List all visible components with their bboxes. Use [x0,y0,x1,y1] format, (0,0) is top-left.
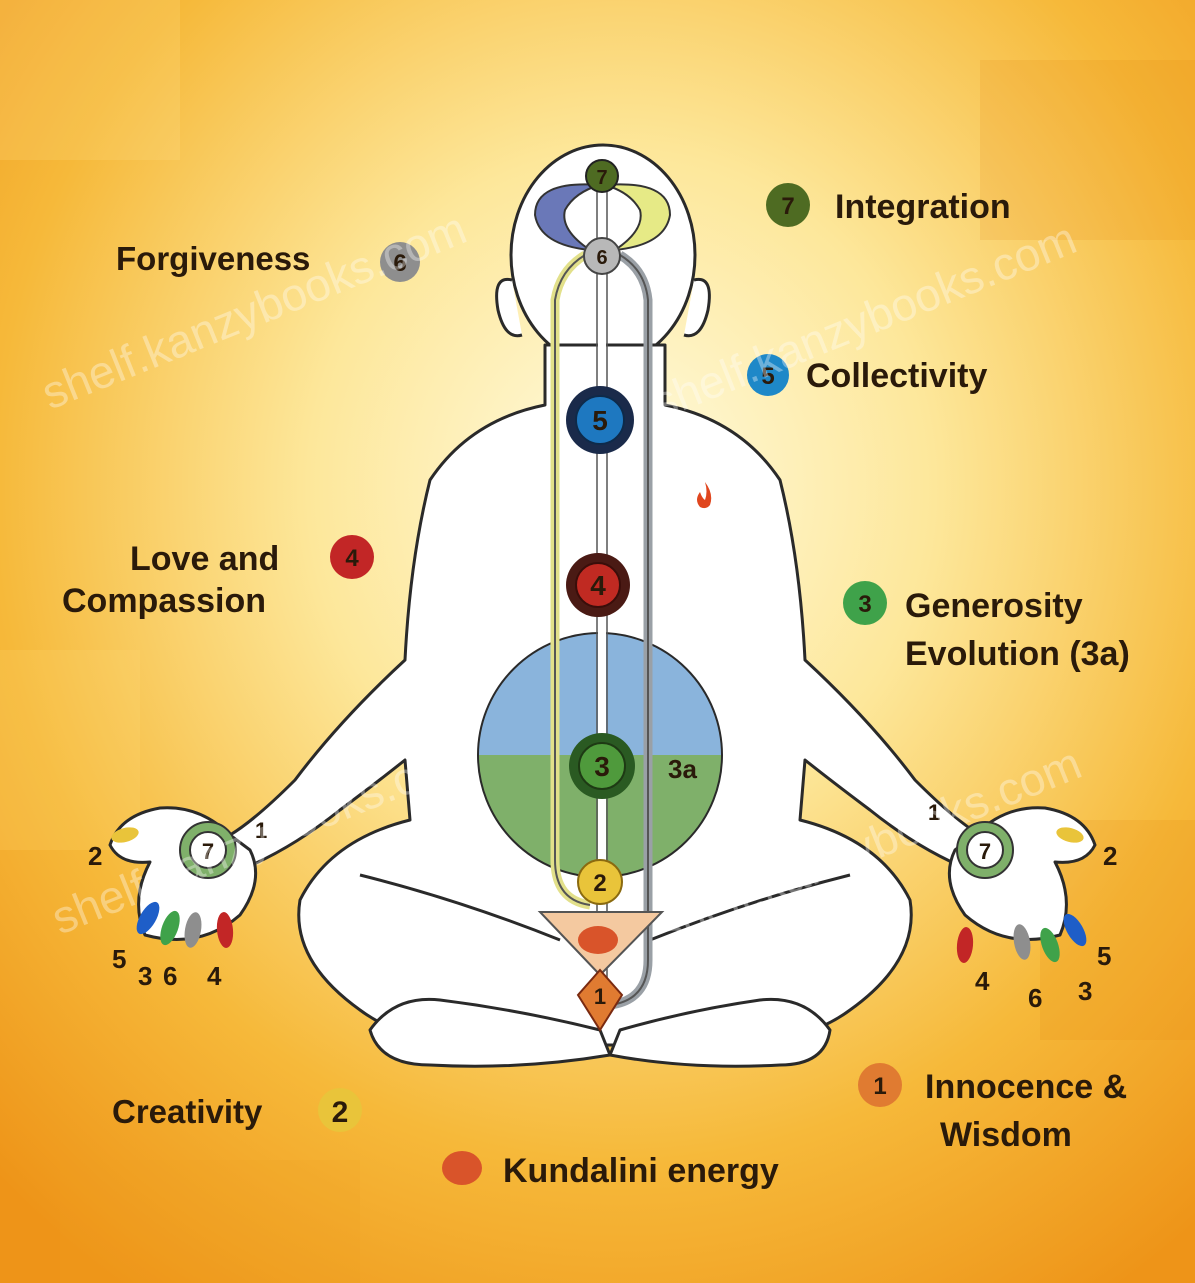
right-finger-number-6: 6 [1028,983,1042,1013]
svg-text:7: 7 [596,167,607,189]
svg-text:2: 2 [332,1096,349,1129]
svg-text:6: 6 [596,247,607,269]
svg-text:4: 4 [345,545,359,572]
svg-text:Love and: Love and [130,540,279,578]
right-finger-number-5: 5 [1097,941,1111,971]
left-finger-number-5: 5 [112,944,126,974]
svg-text:Compassion: Compassion [62,582,266,620]
right-finger-number-4: 4 [975,966,990,996]
svg-text:Collectivity: Collectivity [806,357,987,395]
svg-text:Generosity: Generosity [905,587,1083,625]
svg-text:2: 2 [593,870,606,897]
svg-text:Kundalini energy: Kundalini energy [503,1152,779,1190]
left-finger-number-2: 2 [88,841,102,871]
svg-text:1: 1 [873,1073,886,1100]
spine-chakra-5: 5 [566,386,634,454]
spine-chakra-3: 3 [569,733,635,799]
spine-chakra-2: 2 [578,860,622,904]
spine-chakra-4: 4 [566,553,630,617]
svg-text:4: 4 [590,570,606,601]
spine-chakra-6: 6 [584,238,620,274]
svg-text:Integration: Integration [835,188,1011,226]
svg-text:Creativity: Creativity [112,1093,263,1130]
spine-chakra-7: 7 [586,160,618,192]
svg-text:Wisdom: Wisdom [940,1116,1072,1154]
svg-text:1: 1 [594,984,606,1009]
svg-text:3: 3 [594,751,610,782]
right-finger-number-3: 3 [1078,976,1092,1006]
svg-text:5: 5 [592,405,608,436]
label-integration: 7 Integration [766,183,1011,227]
svg-text:3: 3 [858,591,871,618]
svg-text:Innocence &: Innocence & [925,1068,1127,1106]
right-finger-number-2: 2 [1103,841,1117,871]
left-finger-number-6: 6 [163,961,177,991]
left-finger-number-4: 4 [207,961,222,991]
kundalini-coil [578,926,618,954]
label-creativity: Creativity 2 [112,1088,362,1132]
left-finger-number-3: 3 [138,961,152,991]
right-palm-number: 7 [979,839,991,864]
svg-text:Evolution (3a): Evolution (3a) [905,635,1130,673]
heart-flame-icon [691,481,719,509]
kundalini-legend-swatch [442,1151,482,1185]
void-label: 3a [668,754,697,784]
svg-text:7: 7 [781,193,794,220]
